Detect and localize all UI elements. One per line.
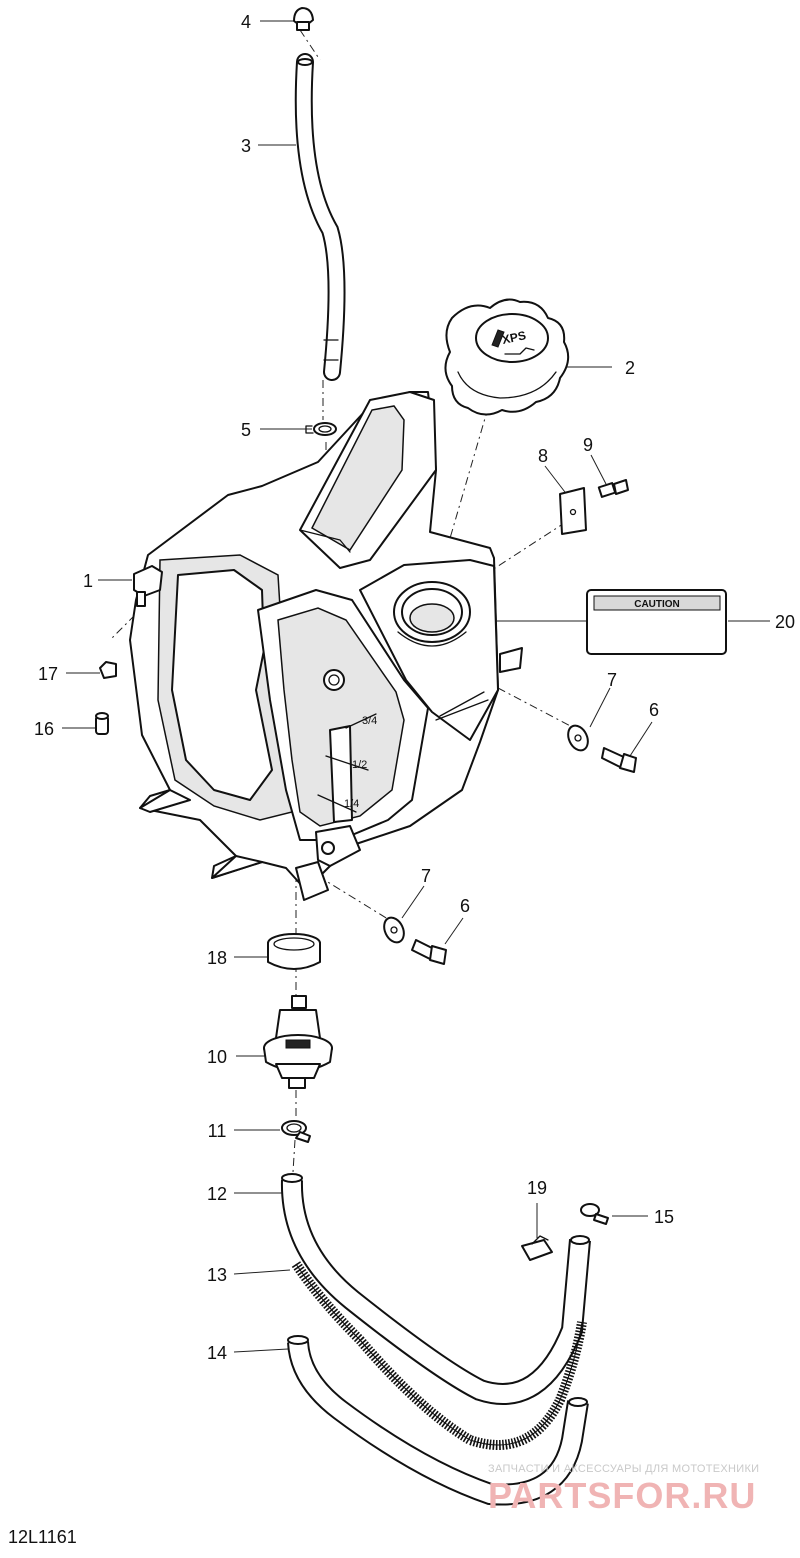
outlet-valve <box>263 995 333 1089</box>
hose-clip <box>521 1235 553 1261</box>
callout-14: 14 <box>207 1343 227 1363</box>
callout-3: 3 <box>241 136 251 156</box>
screw-small <box>597 479 629 498</box>
callout-15: 15 <box>654 1207 674 1227</box>
callout-13: 13 <box>207 1265 227 1285</box>
callout-5: 5 <box>241 420 251 440</box>
mount-bracket <box>559 487 587 535</box>
fuel-gauge-marks: 3/4 1/2 1/4 <box>317 713 377 813</box>
gauge-mark-quarter: 1/4 <box>344 798 359 810</box>
callout-4: 4 <box>241 12 251 32</box>
callout-1: 1 <box>83 571 93 591</box>
callout-16: 16 <box>34 719 54 739</box>
callout-18: 18 <box>207 948 227 968</box>
caution-decal: CAUTION <box>586 589 727 655</box>
callout-8: 8 <box>538 446 548 466</box>
hose-clamp-lower <box>281 1120 311 1143</box>
hose-clamp-upper <box>305 422 337 436</box>
return-hose <box>287 1335 589 1506</box>
hose-connector <box>95 712 109 735</box>
callout-11: 11 <box>208 1121 227 1141</box>
callout-19: 19 <box>527 1178 547 1198</box>
plug-cap <box>99 661 117 679</box>
callout-7-upper: 7 <box>607 670 617 690</box>
protective-spring <box>291 1261 587 1450</box>
bolt-lower <box>411 939 447 965</box>
small-clamp <box>580 1203 609 1225</box>
callout-9: 9 <box>583 435 593 455</box>
grommet-ring <box>267 933 321 970</box>
outlet-hose <box>280 1173 591 1405</box>
callout-2: 2 <box>625 358 635 378</box>
callout-labels: 4 3 2 5 8 9 1 20 17 7 6 16 7 6 18 10 11 … <box>34 12 795 1363</box>
gauge-mark-half: 1/2 <box>352 759 367 771</box>
caution-text: CAUTION <box>634 599 680 610</box>
callout-7-lower: 7 <box>421 866 431 886</box>
drawing-number: 12L1161 <box>8 1527 77 1547</box>
callout-12: 12 <box>207 1184 227 1204</box>
vent-fitting <box>293 7 314 31</box>
washer-upper <box>567 724 589 752</box>
callout-10: 10 <box>207 1047 227 1067</box>
bolt-upper <box>601 747 637 773</box>
leader-lines <box>62 20 770 1353</box>
vent-hose <box>294 53 346 381</box>
watermark-logo: PARTSFOR.RU <box>488 1475 757 1516</box>
watermark-tagline: ЗАПЧАСТИ И АКСЕССУАРЫ ДЛЯ МОТОТЕХНИКИ <box>488 1463 760 1475</box>
gauge-mark-three-quarter: 3/4 <box>362 715 377 727</box>
callout-6-lower: 6 <box>460 896 470 916</box>
oil-tank: 3/4 1/2 1/4 <box>129 391 523 901</box>
callout-20: 20 <box>775 612 795 632</box>
callout-17: 17 <box>38 664 58 684</box>
cap-logo: XPS <box>501 328 527 347</box>
callout-6-upper: 6 <box>649 700 659 720</box>
filler-cap: XPS <box>444 298 570 416</box>
washer-lower <box>383 916 405 944</box>
